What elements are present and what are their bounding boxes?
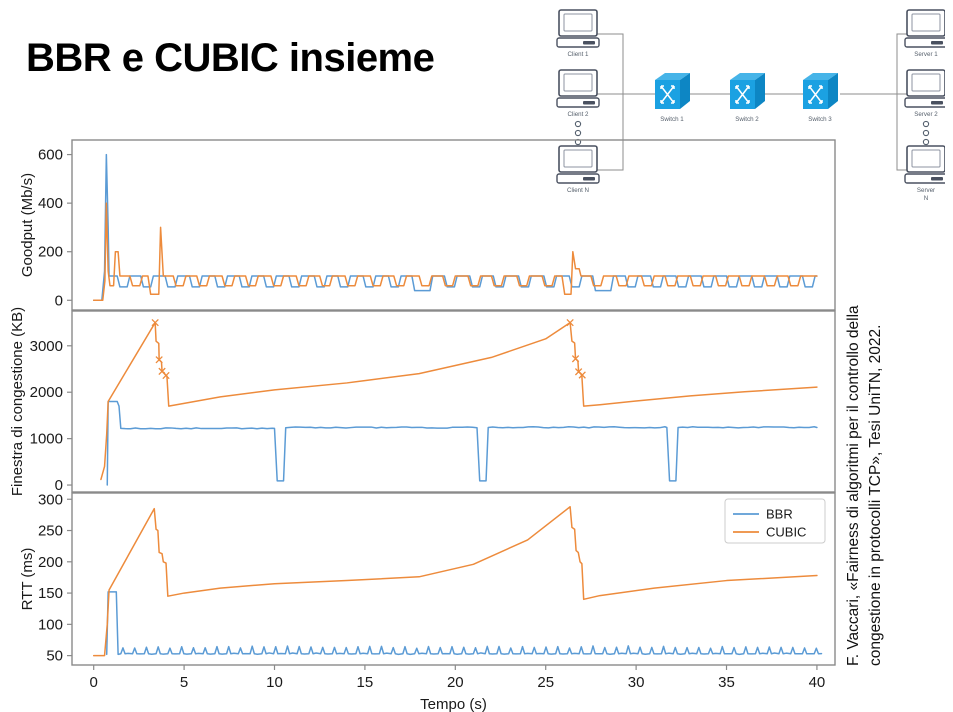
y-tick-label: 100	[38, 616, 63, 633]
node-label: Switch 3	[808, 116, 832, 123]
loss-event-marker	[571, 355, 580, 363]
network-topology-diagram: Client 1 Client 2 Client N	[545, 2, 945, 207]
node-server-1: Server 1	[904, 9, 945, 58]
server-ellipsis-icon	[922, 120, 930, 146]
x-axis-title: Tempo (s)	[420, 696, 487, 712]
loss-event-marker	[155, 356, 163, 364]
node-label: Server 2	[914, 111, 938, 118]
x-tick-label: 35	[718, 674, 735, 691]
x-tick-label: 15	[357, 674, 374, 691]
node-switch-2: Switch 2	[730, 73, 765, 123]
y-axis-title: Finestra di congestione (KB)	[9, 307, 26, 496]
loss-event-marker	[162, 371, 170, 380]
series-line-cubic	[100, 321, 818, 481]
node-server-n: Server N	[904, 145, 945, 202]
page-title: BBR e CUBIC insieme	[26, 36, 435, 80]
y-tick-label: 3000	[30, 338, 63, 355]
node-switch-1: Switch 1	[655, 73, 690, 123]
series-line-bbr	[106, 400, 818, 486]
chart-legend: BBR CUBIC	[724, 498, 826, 544]
node-switch-3: Switch 3	[803, 73, 838, 123]
node-label: Switch 1	[660, 116, 684, 123]
y-tick-label: 0	[55, 477, 63, 494]
y-tick-label: 250	[38, 523, 63, 540]
panel-frame	[71, 139, 836, 311]
legend-label-bbr: BBR	[766, 507, 793, 522]
y-tick-label: 400	[38, 195, 63, 212]
y-tick-label: 50	[46, 648, 63, 665]
y-axis-title: RTT (ms)	[19, 548, 36, 611]
x-tick-label: 30	[628, 674, 645, 691]
x-tick-label: 5	[180, 674, 188, 691]
node-label: Client 1	[568, 51, 590, 58]
y-axis-title: Goodput (Mb/s)	[19, 173, 36, 277]
series-line-bbr	[105, 591, 823, 656]
y-tick-label: 0	[55, 292, 63, 309]
y-tick-label: 300	[38, 491, 63, 508]
series-line-cubic	[92, 202, 818, 302]
node-server-2: Server 2	[904, 69, 945, 118]
x-tick-label: 10	[266, 674, 283, 691]
y-tick-label: 600	[38, 147, 63, 164]
node-label: Client 2	[568, 111, 590, 118]
x-tick-label: 40	[809, 674, 826, 691]
node-label-second-line: N	[924, 195, 928, 202]
y-tick-label: 200	[38, 244, 63, 261]
source-citation: F. Vaccari, «Fairness di algoritmi per i…	[843, 0, 884, 666]
loss-event-marker	[151, 318, 159, 327]
node-client-n: Client N	[556, 145, 600, 194]
x-tick-label: 20	[447, 674, 464, 691]
panel-frame	[71, 492, 836, 666]
x-tick-label: 25	[537, 674, 554, 691]
loss-event-marker	[578, 371, 586, 379]
node-client-1: Client 1	[556, 9, 600, 58]
y-tick-label: 1000	[30, 431, 63, 448]
node-client-2: Client 2	[556, 69, 600, 118]
legend-label-cubic: CUBIC	[766, 525, 806, 540]
citation-line-1: F. Vaccari, «Fairness di algoritmi per i…	[845, 305, 862, 666]
y-tick-label: 200	[38, 554, 63, 571]
client-links	[597, 33, 655, 171]
node-label: Client N	[567, 187, 589, 194]
x-tick-label: 0	[90, 674, 98, 691]
y-tick-label: 150	[38, 585, 63, 602]
series-line-cubic	[92, 506, 818, 657]
panel-frame	[71, 310, 836, 493]
citation-line-2: congestione in protocolli TCP», Tesi Uni…	[867, 324, 885, 666]
node-label: Server 1	[914, 51, 938, 58]
loss-event-marker	[566, 318, 574, 327]
y-tick-label: 2000	[30, 384, 63, 401]
node-label: Switch 2	[735, 116, 759, 123]
node-label: Server	[917, 187, 935, 194]
